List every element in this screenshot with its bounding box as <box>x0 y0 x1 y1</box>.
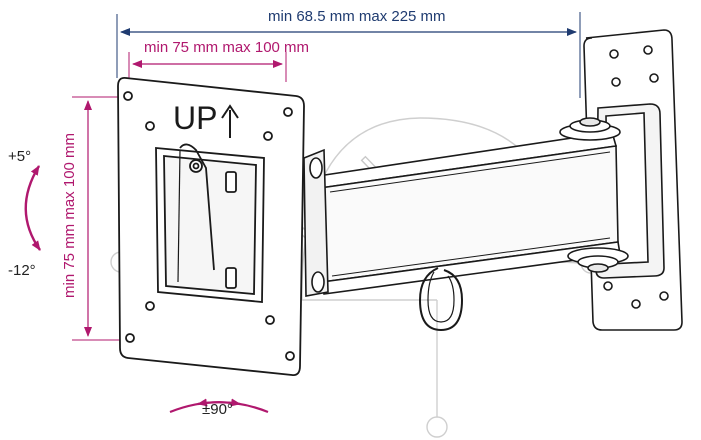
vesa-vertical-label: min 75 mm max 100 mm <box>61 132 78 298</box>
overall-width-dimension <box>116 12 581 98</box>
swivel-arrow-icon <box>169 398 269 414</box>
tilt-arrow-icon <box>24 165 41 251</box>
extension-arm <box>303 117 629 332</box>
vesa-horizontal-label: min 75 mm max 100 mm <box>144 39 310 56</box>
vesa-horizontal-dimension <box>128 52 287 82</box>
up-arrow-icon <box>221 104 239 138</box>
swivel-label: ±90° <box>202 401 233 418</box>
plate-up-label: UP <box>173 100 218 136</box>
overall-width-label: min 68.5 mm max 225 mm <box>268 8 446 25</box>
tilt-down-label: -12° <box>8 262 36 279</box>
vesa-vertical-dimension <box>72 96 122 341</box>
vesa-plate <box>117 77 305 376</box>
tilt-up-label: +5° <box>8 148 32 165</box>
